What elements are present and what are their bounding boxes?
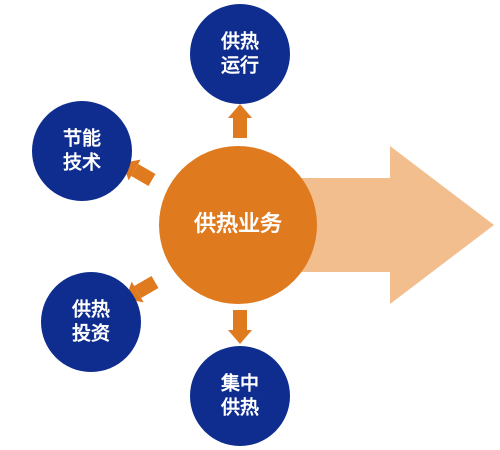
satellite-bottom-line2: 供热: [220, 396, 259, 419]
satellite-lower-line1: 供热: [71, 298, 110, 321]
satellite-bottom-line1: 集中: [220, 372, 259, 395]
satellite-top-line2: 运行: [221, 54, 259, 77]
satellite-left-line2: 技术: [63, 151, 101, 174]
satellite-lower: [41, 272, 141, 372]
satellite-bottom: [190, 346, 290, 446]
satellite-lower-line2: 投资: [72, 322, 110, 345]
satellite-top-line1: 供热: [220, 30, 259, 53]
satellite-left-line1: 节能: [63, 127, 101, 150]
center-label: 供热业务: [193, 211, 283, 237]
center-circle: [159, 146, 317, 304]
satellite-left: [32, 101, 132, 201]
satellite-top: [190, 4, 290, 104]
arrow-to-top: [228, 104, 252, 138]
arrow-to-bottom: [228, 310, 252, 344]
